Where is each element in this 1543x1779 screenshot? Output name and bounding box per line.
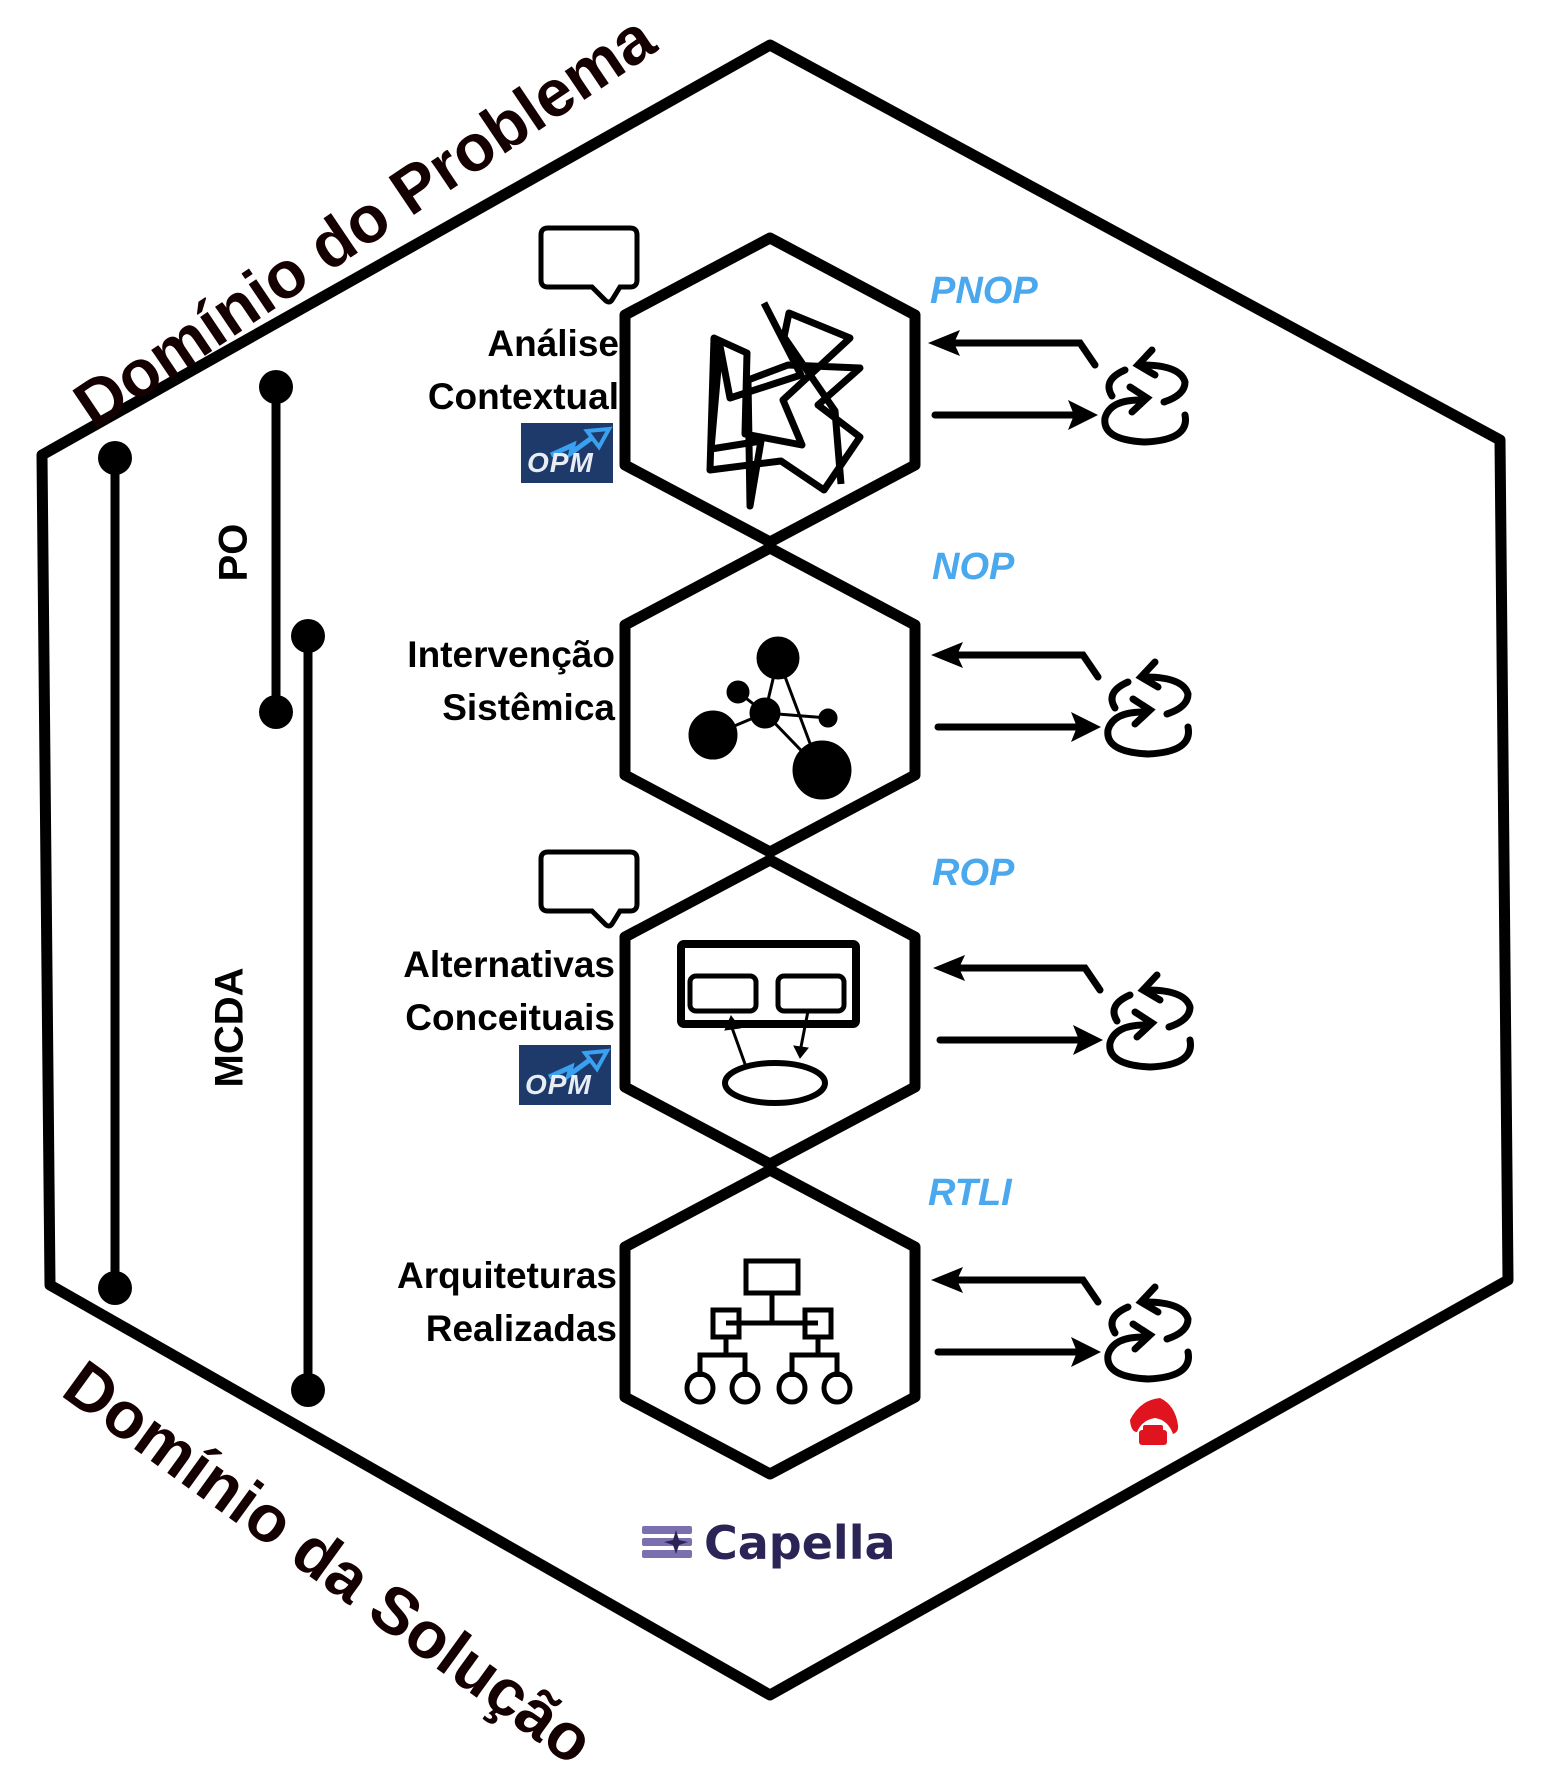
speech-bubble-icon: [538, 849, 640, 929]
po-label: PO: [211, 523, 256, 582]
stage-label: Arquiteturas Realizadas: [397, 1249, 617, 1355]
mcda-label: MCDA: [207, 967, 252, 1088]
stage-hexagon: [619, 1164, 921, 1480]
diagram-canvas: [36, 39, 1514, 1701]
capella-logo-text: Capella: [704, 1516, 896, 1570]
opm-logo: OPM: [519, 1045, 611, 1105]
stage-label-line1: Alternativas: [403, 944, 615, 985]
concept-model-icon: [677, 940, 860, 1106]
stage-label-line1: Análise: [487, 323, 619, 364]
network-graph-icon: [688, 636, 852, 800]
mcda-bracket: [291, 619, 325, 1407]
stage-hexagon: [619, 232, 921, 548]
tangled-star-icon: [706, 301, 864, 510]
phase-label: PNOP: [930, 270, 1038, 312]
stage-label-line2: Conceituais: [405, 997, 615, 1038]
hand-car-icon: [1130, 1398, 1179, 1445]
capella-logo-icon: [642, 1526, 692, 1558]
feedback-cycle-icon: [933, 955, 1194, 1071]
stage-label: Análise Contextual: [428, 317, 619, 423]
feedback-cycle-icon: [928, 330, 1189, 446]
opm-arrow-icon: [549, 426, 613, 460]
stage-label-line1: Arquiteturas: [397, 1255, 617, 1296]
stage-label-line2: Realizadas: [425, 1308, 617, 1349]
po-bracket: [259, 370, 293, 729]
phase-label: ROP: [932, 852, 1015, 894]
stage-label-line2: Sistêmica: [442, 687, 615, 728]
outer-bracket: [98, 441, 132, 1305]
phase-label: NOP: [932, 546, 1015, 588]
speech-bubble-icon: [538, 225, 640, 305]
phase-label: RTLI: [928, 1172, 1012, 1214]
opm-logo: OPM: [521, 423, 613, 483]
opm-logo-text: OPM: [527, 447, 594, 478]
capella-logo: Capella: [692, 1516, 896, 1570]
stage-label: Alternativas Conceituais: [403, 938, 615, 1044]
stage-label-line1: Intervenção: [407, 634, 615, 675]
outer-hexagon: [36, 39, 1514, 1701]
stage-label-line2: Contextual: [427, 376, 619, 417]
feedback-cycle-icon: [931, 642, 1192, 758]
stage-hexagon: [619, 854, 921, 1170]
opm-logo-text: OPM: [525, 1069, 592, 1100]
opm-arrow-icon: [547, 1048, 611, 1082]
hierarchy-tree-icon: [684, 1258, 853, 1405]
stage-label: Intervenção Sistêmica: [407, 628, 615, 734]
stage-hexagon: [619, 542, 921, 858]
feedback-cycle-icon: [931, 1267, 1192, 1383]
